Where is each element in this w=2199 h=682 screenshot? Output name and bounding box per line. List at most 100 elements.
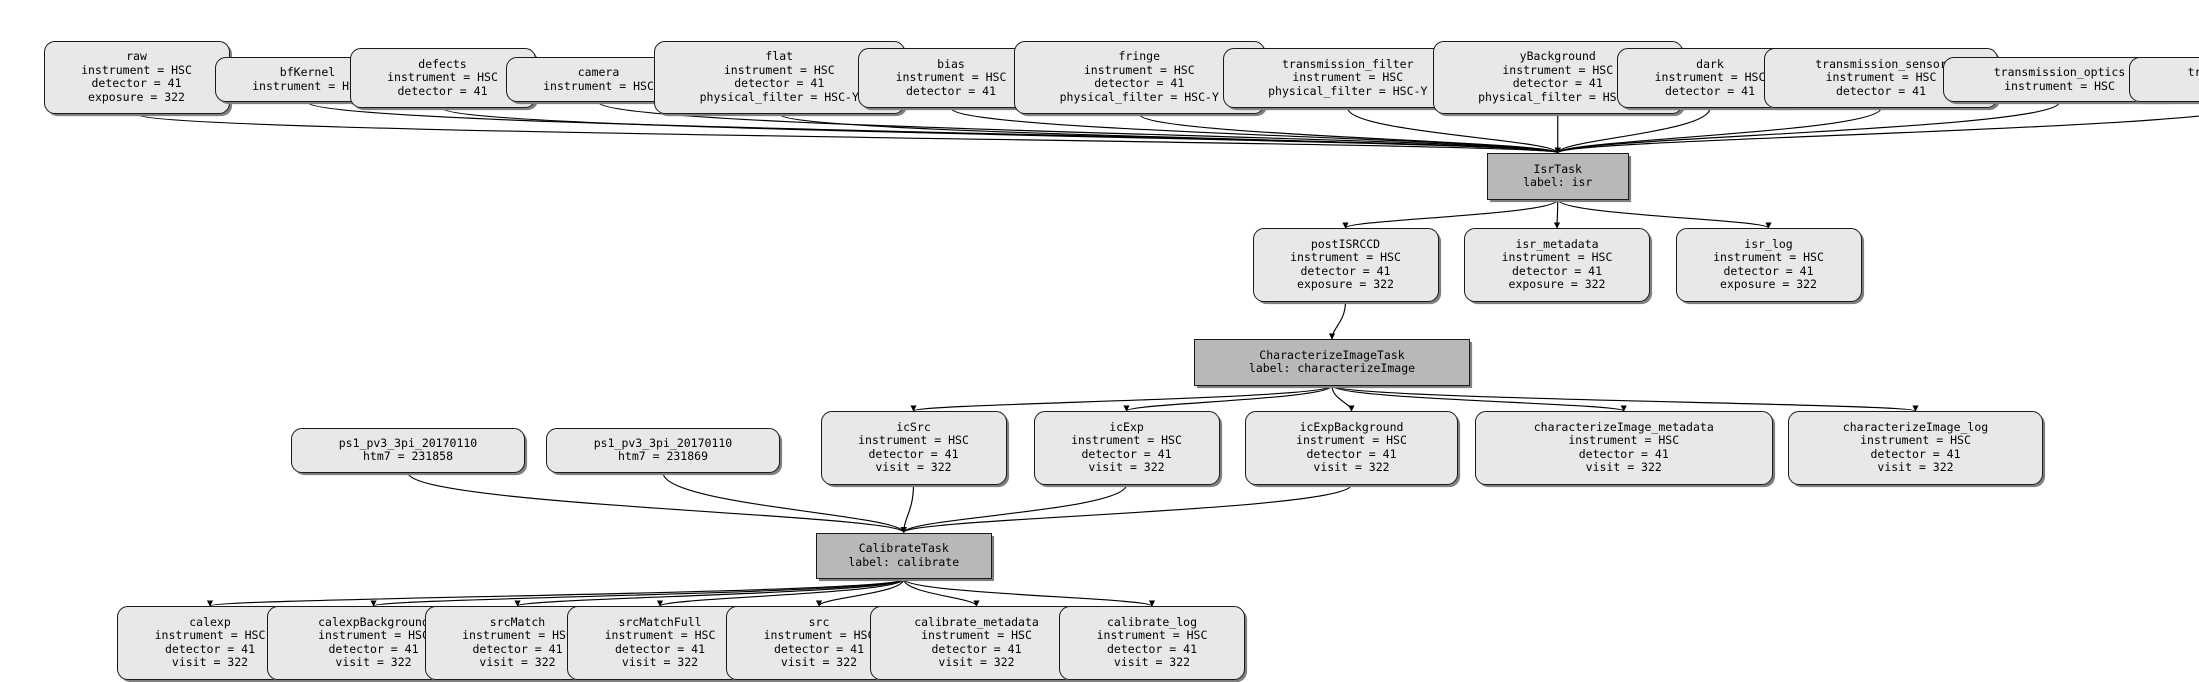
node-detail-line: visit = 322 [938,655,1015,670]
node-detail-line: detector = 41 [164,641,255,656]
graph-edge-bfKernel-to-IsrTask [306,101,1561,154]
node-detail-line: instrument = HSC [1825,70,1937,85]
node-title: calexpBackground [318,614,429,629]
graph-edge-flat-to-IsrTask [778,113,1561,154]
node-detail-line: visit = 322 [171,655,249,670]
node-detail-line: visit = 322 [875,460,952,475]
node-title: calexp [189,614,231,629]
node-detail-line: instrument = HSC [1568,433,1680,448]
node-detail-line: detector = 41 [472,641,563,656]
graph-edge-icSrc-to-CalibrateTask [900,484,915,534]
node-detail-line: visit = 322 [1313,460,1390,475]
node-title: ps1_pv3_3pi_20170110 [338,435,478,450]
node-detail-line: detector = 41 [1578,446,1669,461]
node-title: characterizeImage_log [1842,419,1989,434]
graph-edge-IsrTask-to-postISRCCD [1342,198,1559,229]
node-detail-line: instrument = HSC [723,62,835,77]
graph-edge-CharacterizeImageTask-to-icSrc [910,384,1333,412]
node-title: postISRCCD [1310,236,1381,251]
node-detail-line: detector = 41 [1081,446,1172,461]
node-title: src [808,614,830,629]
node-detail-line: label: calibrate [848,554,960,569]
node-detail-line: physical_filter = HSC-Y [1059,89,1219,104]
node-detail-line: visit = 322 [335,655,412,670]
node-detail-line: htm7 = 231858 [362,449,453,463]
node-title: defects [418,56,467,71]
node-title: transmission_atmosphere [2187,65,2199,80]
node-detail-line: instrument = HSC [1290,250,1401,265]
node-detail-line: instrument = HSC [387,70,498,85]
node-detail-line: detector = 41 [1664,83,1755,98]
node-detail-line: label: characterizeImage [1248,361,1416,376]
graph-edge-CalibrateTask-to-srcMatch [514,578,905,607]
node-detail-line: detector = 41 [91,76,182,91]
node-detail-line: instrument = HSC [858,433,969,448]
node-detail-line: exposure = 322 [1720,277,1817,292]
node-title: transmission_sensor [1815,56,1947,71]
node-title: yBackground [1519,49,1596,64]
graph-node-transmission_atmosphere[interactable]: transmission_atmosphereinstrument = HSC [2128,57,2199,102]
graph-edge-CalibrateTask-to-srcMatchFull [657,578,905,607]
node-detail-line: instrument = HSC [462,628,573,643]
node-detail-line: detector = 41 [1512,76,1603,91]
graph-edge-defects-to-IsrTask [441,107,1561,154]
node-detail-line: instrument = HSC [1096,628,1208,643]
node-title: calibrate_metadata [914,614,1039,629]
node-title: icExp [1109,419,1144,434]
graph-edge-CalibrateTask-to-calibrate_log [903,578,1155,607]
node-title: fringe [1118,49,1161,64]
node-detail-line: detector = 41 [868,446,959,461]
graph-edge-IsrTask-to-isr_metadata [1553,199,1561,229]
node-detail-line: visit = 322 [479,655,556,670]
node-detail-line: visit = 322 [1585,460,1662,475]
graph-edge-dark-to-IsrTask [1554,107,1711,154]
graph-edge-CharacterizeImageTask-to-characterizeImage_log [1331,384,1919,412]
node-detail-line: label: isr [1523,175,1593,190]
node-detail-line: instrument = HSC [1296,433,1407,448]
node-title: ps1_pv3_3pi_20170110 [593,435,733,450]
node-title: characterizeImage_metadata [1533,419,1714,434]
node-detail-line: instrument = HSC [1292,70,1404,85]
graph-edge-CharacterizeImageTask-to-icExp [1123,384,1333,412]
node-title: bias [937,56,965,71]
node-detail-line: instrument = HSC [1083,62,1195,77]
node-detail-line: instrument = HSC [604,628,716,643]
node-title: srcMatchFull [618,614,702,629]
graph-edge-postISRCCD-to-CharacterizeImageTask [1328,301,1347,340]
node-detail-line: instrument = HSC [252,78,363,93]
node-detail-line: detector = 41 [328,641,419,656]
graph-edge-CalibrateTask-to-calibrate_metadata [903,578,980,607]
node-detail-line: detector = 41 [931,641,1022,656]
node-title: IsrTask [1533,161,1582,176]
node-detail-line: visit = 322 [1088,460,1165,475]
node-detail-line: exposure = 322 [1297,277,1394,292]
node-title: CalibrateTask [858,541,949,556]
node-detail-line: instrument = HSC [154,628,266,643]
node-detail-line: instrument = HSC [318,628,429,643]
node-detail-line: detector = 41 [1870,446,1961,461]
node-detail-line: detector = 41 [1306,446,1397,461]
node-title: camera [577,65,620,80]
node-detail-line: physical_filter = HSC-Y [1268,83,1428,98]
node-detail-line: detector = 41 [397,83,488,98]
node-detail-line: detector = 41 [905,83,996,98]
